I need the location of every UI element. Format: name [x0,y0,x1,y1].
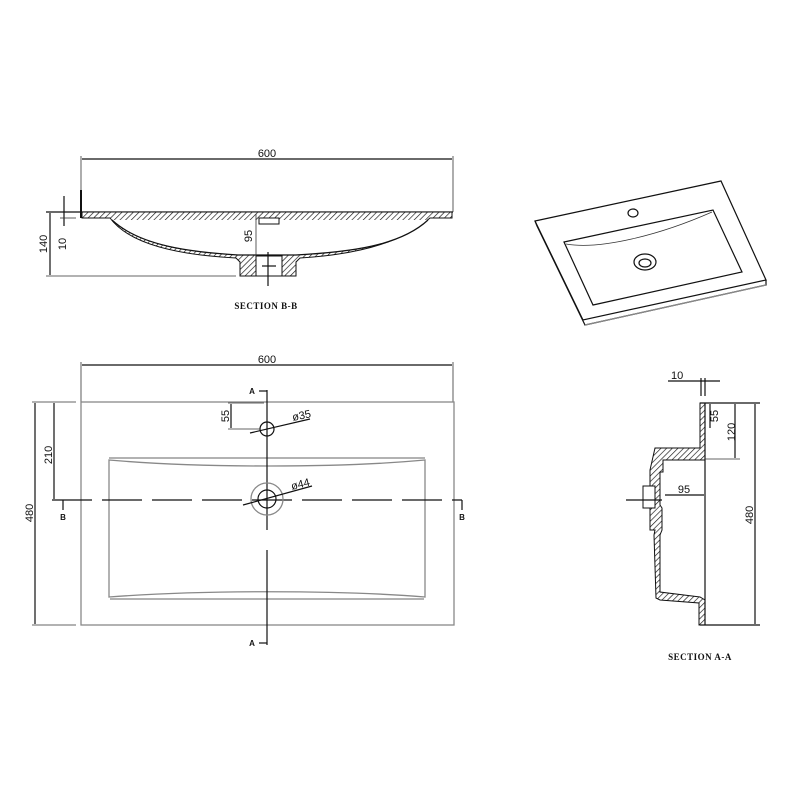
waste-opening [642,485,656,509]
section-b-b-view: 600 95 140 10 SECTION B-B [38,148,454,311]
dim-plan-width-label: 600 [258,354,276,366]
section-a-a-view: 10 55 120 95 480 SECTION A-A [626,370,760,662]
overflow-slot [258,217,280,225]
leader-waste [242,485,313,506]
iso-bowl-rim [563,209,743,306]
section-marker-a-top: A [249,387,255,396]
dim-tap-offset-label: 55 [220,410,232,422]
leader-tap-hole [249,418,311,434]
dim-rim-label: 10 [57,238,69,250]
dim-depth-aa-label: 480 [744,506,756,524]
dim-total-height-label: 140 [38,235,50,253]
section-marker-a-bottom: A [249,639,255,648]
dim-width-label: 600 [258,148,276,160]
isometric-view [534,180,767,326]
dim-overflow-label: 95 [243,230,255,242]
section-a-a-title: SECTION A-A [668,652,732,662]
dim-plan-depth-label: 480 [24,504,36,522]
dim-waste-offset-label: 210 [43,446,55,464]
waste-outer [250,482,284,516]
section-marker-b-right: B [459,513,465,522]
dim-overflow-aa-label: 95 [678,484,690,496]
iso-waste-inner [638,258,652,268]
tap-hole-diameter-label: ø35 [291,408,312,424]
plan-view: 600 A A B B ø35 55 ø44 [24,354,465,648]
waste-inner [257,489,277,509]
section-b-b-title: SECTION B-B [234,301,297,311]
waste-diameter-label: ø44 [290,477,311,493]
dim-wall-label: 10 [671,370,683,382]
iso-waste-outer [633,253,657,271]
dim-bowl-label: 120 [726,423,738,441]
iso-tap-hole [627,208,639,218]
dim-tap-label: 55 [709,410,721,422]
iso-edge [534,220,767,326]
profile-section-hatched [649,402,706,626]
section-marker-b-left: B [60,513,66,522]
bowl-outline [108,459,426,598]
